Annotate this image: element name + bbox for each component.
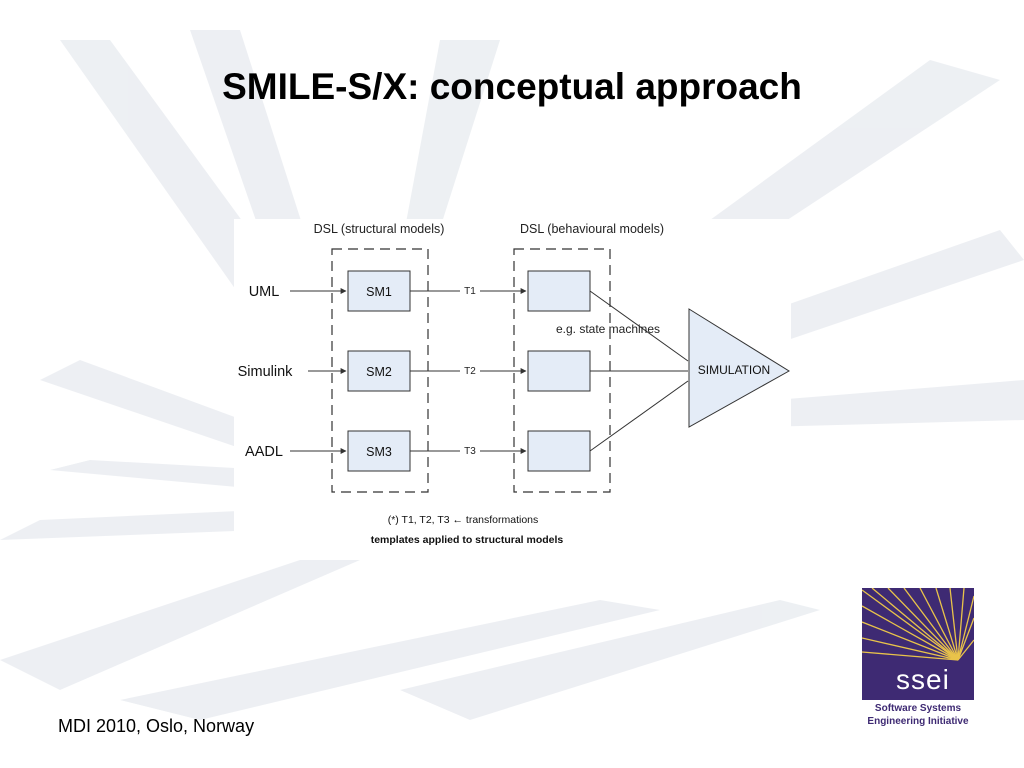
concept-diagram: DSL (structural models) DSL (behavioural… [238,222,790,546]
line-bm1-to-simulation [589,290,689,362]
sm2-label: SM2 [366,365,392,379]
sm3-label: SM3 [366,445,392,459]
logo-wordmark: ssei [896,664,950,695]
diagram-panel: DSL (structural models) DSL (behavioural… [234,219,791,549]
simulation-label: SIMULATION [698,363,770,377]
logo-rays-icon [862,588,974,661]
t3-label: T3 [464,446,476,457]
line-bm3-to-simulation [589,380,689,452]
input-label-aadl: AADL [245,444,283,460]
behavioural-model-box-3 [527,430,591,472]
logo-box: ssei [862,588,974,700]
transformations-footnote: (*) T1, T2, T3 ← transformations [388,514,539,526]
slide-title: SMILE-S/X: conceptual approach [222,66,802,107]
logo-text-line-1: Software Systems [874,703,962,714]
sm1-label: SM1 [366,285,392,299]
simulation-triangle [688,308,790,428]
behavioural-model-box-1 [527,270,591,312]
sm2-box [347,350,411,392]
logo-text-line-2: Engineering Initiative [867,716,969,727]
behavioural-group-label: DSL (behavioural models) [520,222,664,236]
structural-group-label: DSL (structural models) [314,222,445,236]
footer-text: MDI 2010, Oslo, Norway [58,716,255,736]
ssei-logo: ssei Software Systems Engineering Initia… [862,588,974,733]
input-label-simulink: Simulink [238,364,294,380]
behavioural-model-box-2 [527,350,591,392]
t2-label: T2 [464,366,476,377]
templates-caption: templates applied to structural models [371,534,564,546]
input-label-uml: UML [249,284,280,300]
t1-label: T1 [464,286,476,297]
behavioural-note: e.g. state machines [556,322,660,336]
